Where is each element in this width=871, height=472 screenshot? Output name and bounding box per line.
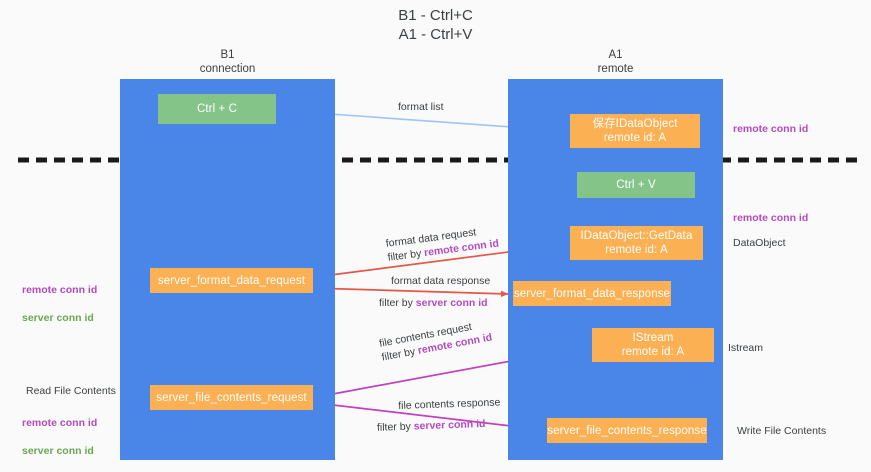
node-save-idataobject[interactable]: 保存IDataObject remote id: A: [570, 114, 700, 148]
column-header-b1: B1 connection: [199, 49, 256, 75]
node-server-file-contents-request[interactable]: server_file_contents_request: [150, 385, 313, 410]
annotation-left-server-conn-id-middle: server conn id: [22, 312, 94, 324]
column-header-a1: A1 remote: [597, 49, 634, 75]
node-server-file-contents-response[interactable]: server_file_contents_response: [547, 418, 707, 443]
edge-format-data-response: [310, 287, 509, 297]
edge-label-format-data-response-text: format data response: [391, 275, 491, 287]
page-title: B1 - Ctrl+C A1 - Ctrl+V: [398, 7, 473, 43]
edge-label-format-list: format list: [398, 101, 444, 113]
edge-file-contents-response: [315, 402, 546, 433]
annotation-remote-conn-id-middle: remote conn id: [733, 212, 809, 224]
annotation-left-remote-conn-id-middle: remote conn id: [22, 284, 98, 296]
annotation-left-conn-ids-middle: remote conn id server conn id: [22, 269, 97, 339]
edge-label-format-data-response: format data response filter by server co…: [379, 274, 491, 310]
edge-label-file-contents-response-text: file contents response: [398, 396, 501, 412]
node-ctrl-v[interactable]: Ctrl + V: [577, 172, 695, 198]
node-idataobject-getdata[interactable]: IDataObject::GetData remote id: A: [570, 226, 703, 260]
edge-label-file-contents-response: file contents response filter by server …: [377, 395, 501, 434]
edge-label-format-data-response-filter: filter by server conn id: [379, 297, 488, 309]
annotation-istream: Istream: [728, 342, 764, 354]
node-ctrl-c[interactable]: Ctrl + C: [158, 94, 276, 124]
annotation-left-server-conn-id-bottom: server conn id: [22, 445, 94, 457]
annotation-left-conn-ids-bottom: remote conn id server conn id: [22, 402, 97, 472]
node-server-format-data-request[interactable]: server_format_data_request: [150, 268, 313, 293]
annotation-left-remote-conn-id-bottom: remote conn id: [22, 417, 98, 429]
node-istream[interactable]: IStream remote id: A: [592, 328, 714, 362]
annotation-write-file-contents: Write File Contents: [737, 425, 827, 437]
annotation-read-file-contents: Read File Contents: [26, 385, 116, 397]
node-server-format-data-response[interactable]: server_format_data_response: [513, 281, 671, 306]
annotation-dataobject: DataObject: [733, 237, 786, 249]
annotation-remote-conn-id-top: remote conn id: [733, 123, 809, 135]
